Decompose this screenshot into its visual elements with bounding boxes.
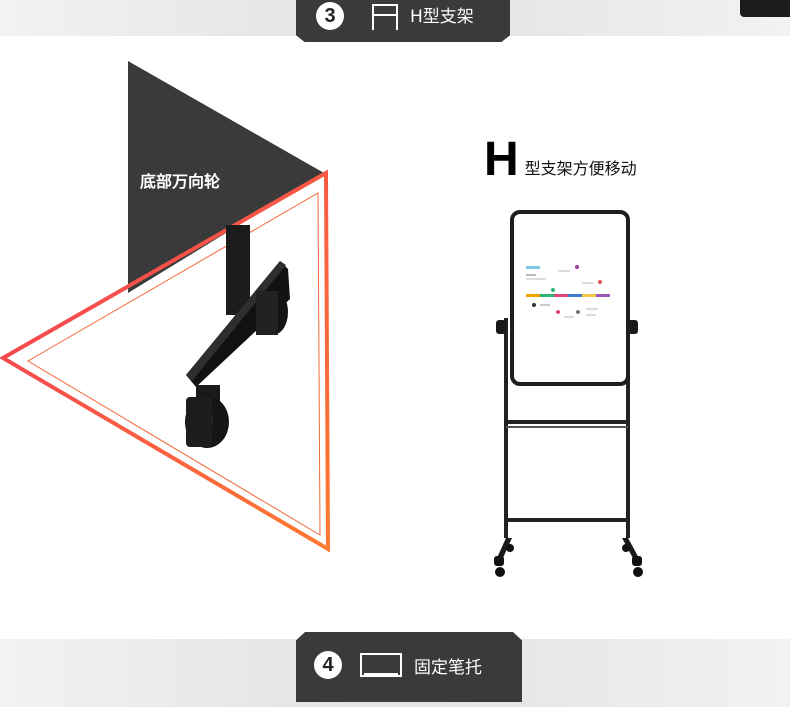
section-number-badge: 3 <box>316 2 344 30</box>
h-frame-icon <box>372 4 398 30</box>
section-4-label: 固定笔托 <box>414 657 482 678</box>
upper-crossbar <box>504 420 630 424</box>
pen-tray-icon <box>360 653 402 677</box>
caster-illustration <box>0 61 331 553</box>
inner-frame-triangle <box>27 192 321 536</box>
right-foot <box>622 538 640 560</box>
whiteboard-panel <box>510 210 630 386</box>
corner-dark-bar <box>740 0 790 17</box>
left-knob <box>496 320 506 334</box>
frame-leg <box>226 225 250 315</box>
lower-crossbar <box>504 518 630 522</box>
section-3-label: H型支架 <box>410 6 474 27</box>
section-3-tab: 3 H型支架 <box>296 0 510 42</box>
section-number-badge: 4 <box>314 651 342 679</box>
whiteboard-stand-illustration <box>494 210 643 577</box>
right-caster <box>633 567 643 577</box>
orange-frame-triangle <box>0 169 331 553</box>
dark-callout-triangle <box>128 61 324 293</box>
left-caster <box>495 567 505 577</box>
feature-heading-text: 型支架方便移动 <box>524 159 637 178</box>
board-infographic <box>526 265 610 318</box>
section-4-tab: 4 固定笔托 <box>296 632 522 702</box>
left-foot <box>496 538 512 560</box>
right-knob <box>628 320 638 334</box>
feature-big-letter: H <box>484 133 519 186</box>
caster-callout-label: 底部万向轮 <box>140 172 221 191</box>
feature-heading: H 型支架方便移动 <box>484 133 637 186</box>
